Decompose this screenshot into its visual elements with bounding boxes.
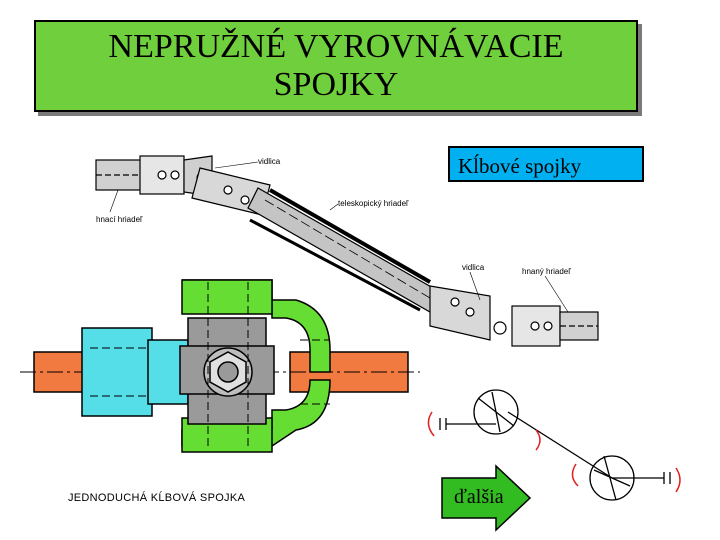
universal-joint-drawing (20, 279, 420, 453)
next-slide-label: ďalšia (454, 486, 504, 508)
title-line-2: SPOJKY (273, 66, 399, 103)
slide-title: NEPRUŽNÉ VYROVNÁVACIE SPOJKY (34, 20, 638, 112)
figure-caption: JEDNODUCHÁ KĹBOVÁ SPOJKA (68, 492, 246, 504)
telescopic-shaft-drawing (95, 155, 599, 347)
label-hnaci-hriadel: hnací hriadeľ (96, 215, 143, 224)
label-vidlica-top: vidlica (258, 157, 281, 166)
arrow-right-icon (441, 464, 532, 532)
title-line-1: NEPRUŽNÉ VYROVNÁVACIE (108, 28, 564, 65)
label-teleskopicky: teleskopický hriadeľ (338, 199, 409, 208)
next-slide-button[interactable]: ďalšia (440, 464, 532, 532)
label-vidlica-right: vidlica (462, 263, 485, 272)
joint-schematic (427, 389, 681, 501)
label-hnany-hriadel: hnaný hriadeľ (522, 267, 571, 276)
section-label: Kĺbové spojky (448, 146, 644, 182)
